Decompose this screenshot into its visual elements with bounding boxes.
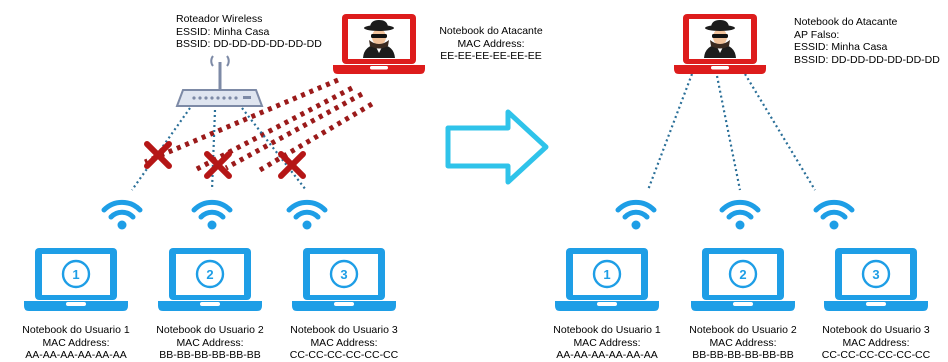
fake-ap-title: Notebook do Atacante [794,16,898,28]
wireless-router-icon [175,55,264,107]
wifi-icon [194,202,230,229]
user-mac-label: MAC Address: [709,336,777,349]
user-mac-label: MAC Address: [573,336,641,349]
fake-ap-label: Notebook do Atacante AP Falso: ESSID: Mi… [794,16,940,66]
user-name: Notebook do Usuario 2 [156,324,264,336]
fake-ap-bssid: BSSID: DD-DD-DD-DD-DD-DD [794,53,940,66]
user-mac: AA-AA-AA-AA-AA-AA [556,349,658,361]
laptop-number: 1 [72,267,79,282]
fake-ap-essid: ESSID: Minha Casa [794,41,888,53]
user-label: Notebook do Usuario 2 MAC Address: BB-BB… [150,324,270,362]
fake-ap-link-lines [646,73,816,191]
user-label: Notebook do Usuario 2 MAC Address: BB-BB… [683,324,803,362]
hacker-laptop-icon [674,14,766,74]
user-mac-label: MAC Address: [310,336,378,349]
user-name: Notebook do Usuario 3 [822,324,930,336]
user-mac-label: MAC Address: [176,336,244,349]
attacker-mac: EE-EE-EE-EE-EE-EE [440,50,542,62]
x-mark-icon [147,144,169,166]
user-mac: CC-CC-CC-CC-CC-CC [289,349,399,361]
router-title: Roteador Wireless [176,13,263,25]
attacker-mac-label: MAC Address: [457,37,525,50]
attacker-label: Notebook do Atacante MAC Address: EE-EE-… [430,25,552,63]
router-essid: ESSID: Minha Casa [176,25,270,38]
user-name: Notebook do Usuario 1 [22,324,130,336]
user-label: Notebook do Usuario 3 MAC Address: CC-CC… [284,324,404,362]
laptop-number: 3 [872,267,879,282]
attacker-title: Notebook do Atacante [439,25,543,37]
user-mac: CC-CC-CC-CC-CC-CC [821,349,931,361]
laptop-number: 1 [603,267,610,282]
arrow-right-icon [445,109,549,185]
wifi-icon [618,202,654,229]
wifi-icon [816,202,852,229]
x-mark-icon [207,154,229,176]
router-bssid: BSSID: DD-DD-DD-DD-DD-DD [176,38,322,50]
user-mac-label: MAC Address: [842,336,910,349]
user-mac: BB-BB-BB-BB-BB-BB [692,349,794,361]
wifi-icon [722,202,758,229]
user-mac: BB-BB-BB-BB-BB-BB [159,349,261,361]
hacker-laptop-icon [333,14,425,74]
user-label: Notebook do Usuario 3 MAC Address: CC-CC… [816,324,936,362]
fake-ap-type: AP Falso: [794,28,840,41]
user-mac-label: MAC Address: [42,336,110,349]
user-name: Notebook do Usuario 2 [689,324,797,336]
user-mac: AA-AA-AA-AA-AA-AA [25,349,127,361]
router-label: Roteador Wireless ESSID: Minha Casa BSSI… [176,13,322,51]
laptop-number: 2 [739,267,746,282]
wifi-icon [289,202,325,229]
user-name: Notebook do Usuario 1 [553,324,661,336]
attack-signal-lines [144,77,374,173]
user-label: Notebook do Usuario 1 MAC Address: AA-AA… [16,324,136,362]
laptop-number: 3 [340,267,347,282]
user-name: Notebook do Usuario 3 [290,324,398,336]
laptop-number: 2 [206,267,213,282]
user-label: Notebook do Usuario 1 MAC Address: AA-AA… [547,324,667,362]
wifi-icon [104,202,140,229]
